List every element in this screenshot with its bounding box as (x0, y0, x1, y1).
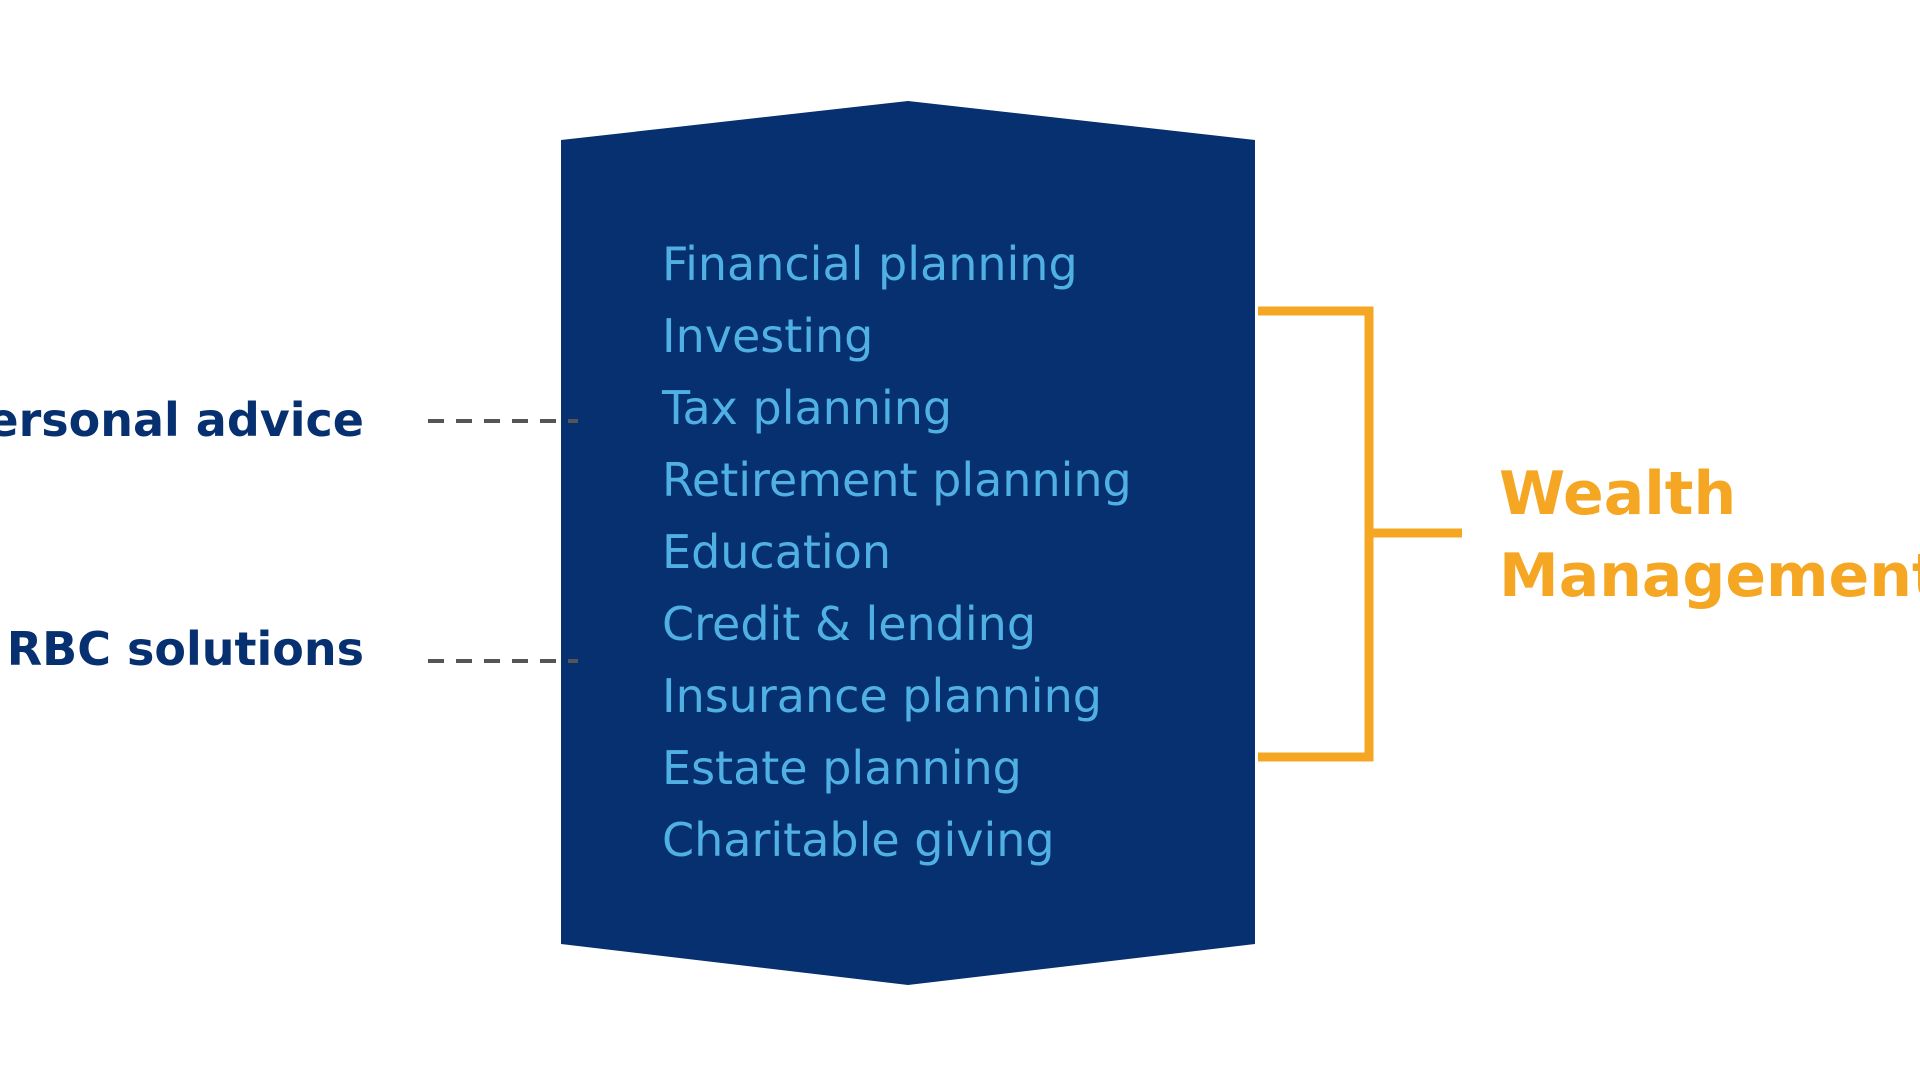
service-estate-planning: Estate planning (662, 741, 1022, 795)
service-charitable-giving: Charitable giving (662, 813, 1055, 867)
services-panel (561, 101, 1255, 985)
wealth-label-line-2: Management (1499, 541, 1920, 611)
service-insurance-planning: Insurance planning (662, 669, 1102, 723)
rbc-solutions-label: RBC solutions (6, 622, 364, 676)
services-list: Financial planning Investing Tax plannin… (662, 228, 1132, 876)
service-investing: Investing (662, 309, 874, 363)
service-education: Education (662, 525, 892, 579)
wealth-management-label: Wealth Management (1499, 453, 1920, 617)
service-tax-planning: Tax planning (662, 381, 953, 435)
personal-advice-label: Personal advice (0, 393, 364, 447)
service-financial-planning: Financial planning (662, 237, 1078, 291)
service-retirement-planning: Retirement planning (662, 453, 1132, 507)
service-credit-lending: Credit & lending (662, 597, 1037, 651)
wealth-bracket (1258, 306, 1462, 762)
wealth-label-line-1: Wealth (1499, 459, 1737, 529)
